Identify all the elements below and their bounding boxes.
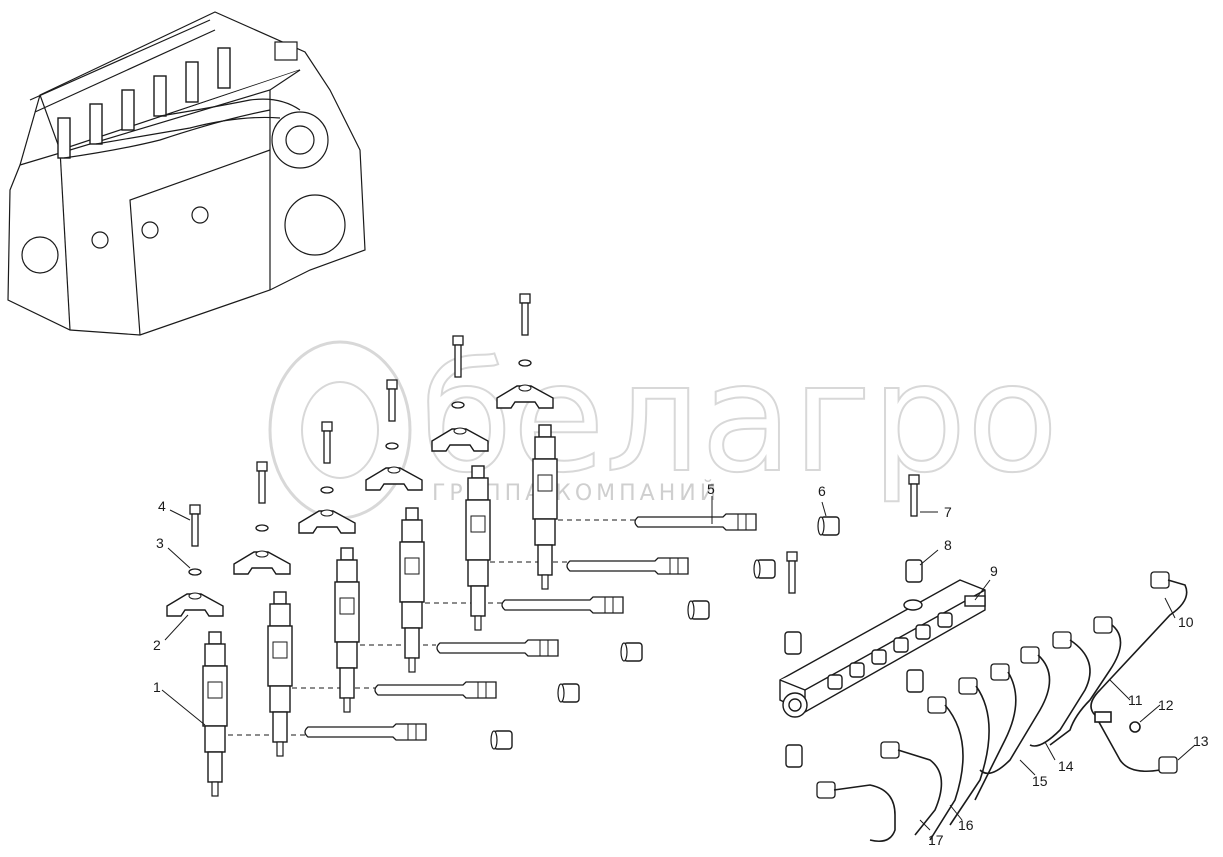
part-label-10: 10 bbox=[1178, 614, 1194, 630]
part-label-7: 7 bbox=[944, 504, 952, 520]
part-label-5: 5 bbox=[707, 481, 715, 497]
high-pressure-pipes bbox=[816, 571, 1188, 843]
injector-set-6 bbox=[496, 293, 840, 590]
part-label-1: 1 bbox=[153, 679, 161, 695]
part-label-6: 6 bbox=[818, 483, 826, 499]
fuel-rail bbox=[779, 474, 986, 768]
part-label-3: 3 bbox=[156, 535, 164, 551]
watermark: белагро ГРУППА КОМПАНИЙ bbox=[268, 331, 1059, 520]
engine-overview bbox=[7, 11, 366, 336]
injector-set-1 bbox=[166, 504, 513, 797]
part-label-16: 16 bbox=[958, 817, 974, 833]
part-label-15: 15 bbox=[1032, 773, 1048, 789]
part-label-14: 14 bbox=[1058, 758, 1074, 774]
injector-set-4 bbox=[365, 379, 710, 673]
part-label-4: 4 bbox=[158, 498, 166, 514]
watermark-brand: белагро bbox=[420, 332, 1058, 506]
part-label-8: 8 bbox=[944, 537, 952, 553]
part-label-12: 12 bbox=[1158, 697, 1174, 713]
part-label-17: 17 bbox=[928, 832, 944, 848]
part-label-13: 13 bbox=[1193, 733, 1209, 749]
part-labels: 1 2 3 4 5 6 7 8 9 10 11 12 13 14 15 16 1… bbox=[153, 481, 1209, 848]
part-label-9: 9 bbox=[990, 563, 998, 579]
part-label-11: 11 bbox=[1128, 692, 1143, 708]
leader-lines bbox=[161, 496, 1196, 831]
part-label-2: 2 bbox=[153, 637, 161, 653]
injector-set-3 bbox=[298, 421, 643, 713]
injector-set-5 bbox=[431, 335, 776, 631]
injector-set-2 bbox=[233, 461, 580, 757]
